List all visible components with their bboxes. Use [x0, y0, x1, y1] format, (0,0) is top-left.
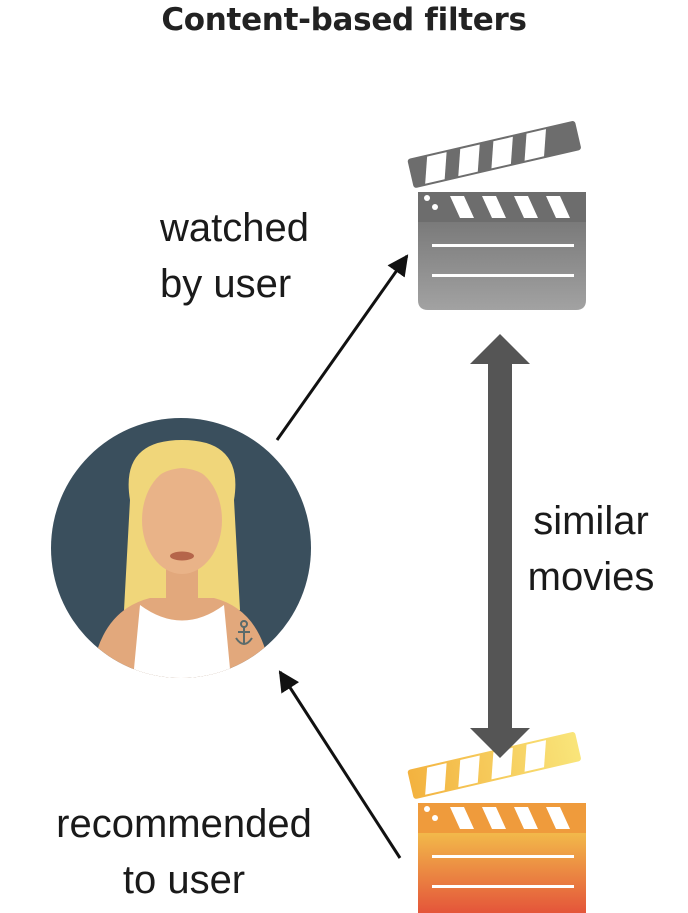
watched-label-line-1: watched	[160, 206, 309, 250]
similar-label: similar movies	[516, 493, 666, 605]
recommended-label-line-2: to user	[122, 858, 246, 902]
recommended-movie-clapperboard-icon	[407, 732, 586, 913]
watched-movie-clapperboard-icon	[407, 121, 586, 310]
watched-arrow	[275, 254, 409, 441]
similar-label-line-2: movies	[527, 555, 655, 599]
user-avatar	[51, 418, 311, 678]
recommended-arrow	[278, 670, 402, 859]
watched-label-line-2: by user	[160, 262, 292, 306]
watched-label: watched by user	[160, 200, 309, 312]
recommended-label-line-1: recommended	[56, 802, 312, 846]
similar-double-arrow	[470, 334, 530, 758]
similar-label-line-1: similar	[533, 499, 649, 543]
diagram-title: Content-based filters	[161, 2, 527, 38]
recommended-label: recommended to user	[34, 796, 334, 908]
